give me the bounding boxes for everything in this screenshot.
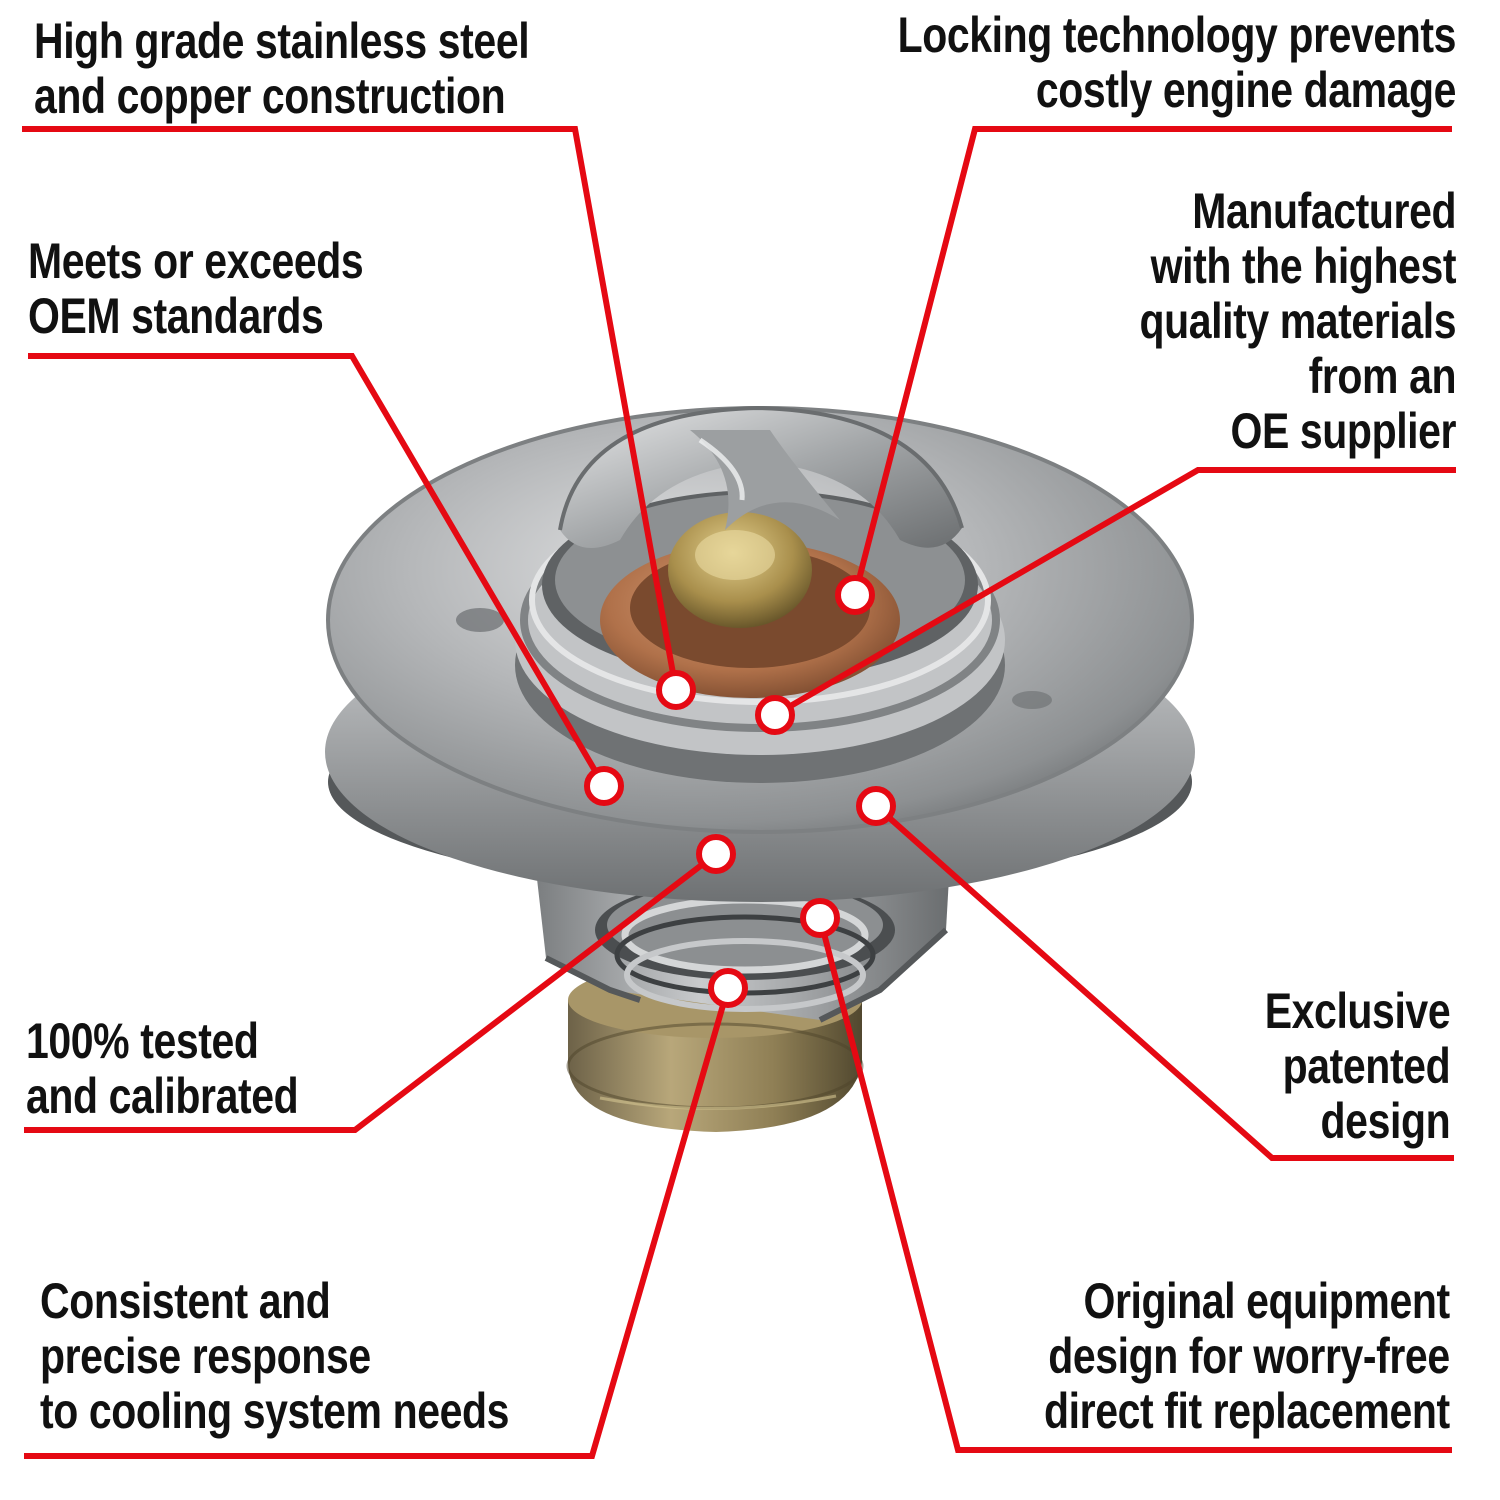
callout-dot-response — [708, 968, 748, 1008]
callout-label-fit: Original equipment design for worry-free… — [1044, 1274, 1450, 1439]
callout-leaders — [22, 126, 1456, 1459]
callout-line: High grade stainless steel — [34, 13, 530, 69]
callout-label-materials: Manufactured with the highest quality ma… — [1139, 184, 1456, 459]
callout-line: Meets or exceeds — [28, 233, 364, 289]
callout-dot-fit — [800, 898, 840, 938]
leader-line-oem — [28, 353, 607, 788]
callout-markers — [584, 575, 896, 1008]
leader-line-stainless — [22, 126, 679, 691]
callout-dot-locking — [835, 575, 875, 615]
callout-line: costly engine damage — [1035, 62, 1457, 118]
callout-line: design for worry-free — [1048, 1328, 1451, 1384]
callout-line: design — [1320, 1093, 1450, 1149]
callout-line: Consistent and — [40, 1273, 331, 1329]
callout-label-oem: Meets or exceeds OEM standards — [28, 233, 364, 344]
callout-label-locking: Locking technology prevents costly engin… — [897, 7, 1457, 118]
callout-line: Manufactured — [1192, 183, 1456, 239]
callout-line: 100% tested — [26, 1013, 259, 1069]
callout-line: patented — [1282, 1038, 1450, 1094]
leader-line-patented — [874, 803, 1454, 1161]
leader-line-response — [24, 987, 731, 1459]
callout-line: OE supplier — [1230, 403, 1456, 459]
callout-dot-materials — [755, 695, 795, 735]
copper-valve — [600, 512, 900, 698]
callout-line: precise response — [40, 1328, 371, 1384]
callout-label-tested: 100% tested and calibrated — [26, 1013, 299, 1124]
steel-bridge — [558, 405, 964, 548]
callout-line: direct fit replacement — [1044, 1383, 1450, 1439]
leader-line-locking — [852, 126, 1452, 596]
callout-line: Locking technology prevents — [897, 7, 1457, 63]
callout-line: and calibrated — [26, 1068, 299, 1124]
callout-line: quality materials — [1139, 293, 1456, 349]
callout-line: with the highest — [1150, 238, 1457, 294]
callout-dot-patented — [856, 786, 896, 826]
callout-dot-tested — [696, 834, 736, 874]
callout-label-response: Consistent and precise response to cooli… — [40, 1274, 509, 1439]
callout-label-patented: Exclusive patented design — [1264, 983, 1451, 1149]
callout-line: OEM standards — [28, 288, 324, 344]
callout-line: Exclusive — [1264, 983, 1451, 1039]
callout-line: Original equipment — [1083, 1273, 1451, 1329]
leader-line-materials — [773, 467, 1456, 718]
callout-line: to cooling system needs — [40, 1383, 510, 1439]
callout-line: and copper construction — [34, 68, 506, 124]
leader-line-fit — [817, 917, 1452, 1453]
callout-label-stainless: High grade stainless steel and copper co… — [34, 13, 530, 124]
leader-line-tested — [24, 851, 718, 1133]
callout-line: from an — [1308, 348, 1457, 404]
callout-dot-stainless — [656, 670, 696, 710]
callout-dot-oem — [584, 766, 624, 806]
